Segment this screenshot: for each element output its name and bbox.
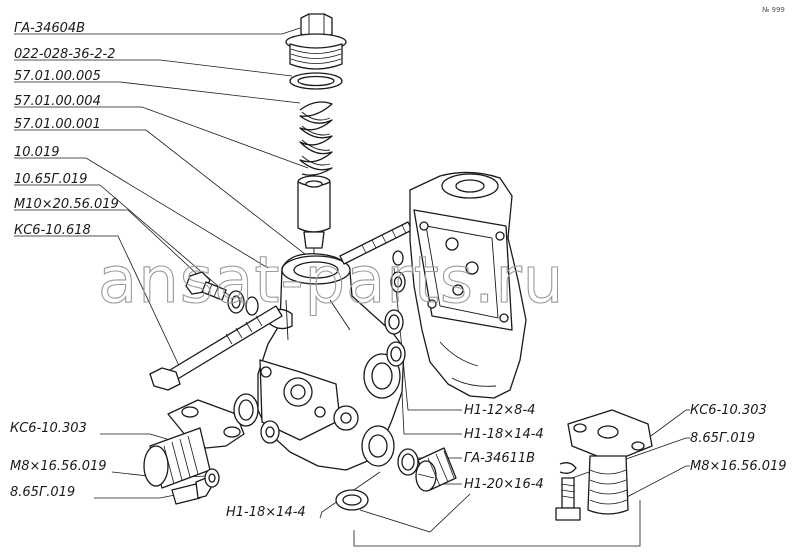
leader-gasket-022 xyxy=(14,59,293,77)
o-ring-n1-18x14-4-mid xyxy=(384,309,406,367)
label-n1-18-bottom: Н1-18×14-4 xyxy=(226,505,306,520)
spring-57-01-00-005 xyxy=(299,101,333,176)
label-10-65g: 10.65Г.019 xyxy=(14,172,87,187)
pump-housing xyxy=(409,171,527,399)
leader-m10 xyxy=(14,209,213,289)
label-865-right: 8.65Г.019 xyxy=(690,431,755,446)
leader-ks6-303-right xyxy=(639,409,690,445)
washer-8-65g-left xyxy=(204,468,220,488)
label-ks6-303-left: КС6-10.303 xyxy=(10,421,87,436)
plug-ga-34611v xyxy=(415,447,457,492)
long-bolt-ks6-10-618 xyxy=(149,305,283,391)
washer-8-65g-right xyxy=(559,462,577,474)
bolt-m10x20 xyxy=(185,271,227,301)
leader-865-left xyxy=(94,493,181,499)
label-865-left: 8.65Г.019 xyxy=(10,485,75,500)
leader-57-004 xyxy=(14,106,309,169)
leader-57-001 xyxy=(14,129,311,259)
label-m10: М10×20.56.019 xyxy=(14,197,119,212)
bolt-m8x16-right xyxy=(555,477,581,521)
leader-57-005 xyxy=(14,81,301,104)
leader-n1-18-bottom xyxy=(319,471,381,519)
label-m8-left: М8×16.56.019 xyxy=(10,459,107,474)
valve-57-01-00-004 xyxy=(297,175,331,258)
leader-10-65g xyxy=(14,184,233,299)
leader-ga-34604v xyxy=(14,27,301,35)
part-labels: ГА-34604В 022-028-36-2-2 57.01.00.005 57… xyxy=(10,21,787,520)
valve-body-57-01-00-001 xyxy=(257,253,405,471)
watermark: ansat-parts.ru xyxy=(98,244,564,318)
label-ks6-303-right: КС6-10.303 xyxy=(690,403,767,418)
leader-10-019 xyxy=(14,157,269,269)
leader-bottom-bracket xyxy=(353,500,641,547)
leader-n1-20-b xyxy=(359,493,471,533)
label-57-004: 57.01.00.004 xyxy=(14,94,101,109)
label-57-001: 57.01.00.001 xyxy=(14,117,101,132)
o-ring-left-body xyxy=(233,393,280,444)
label-ga-34611v: ГА-34611В xyxy=(464,451,535,466)
washer-10-019 xyxy=(245,296,259,316)
flange-ks6-10-303-left xyxy=(143,399,245,489)
o-ring-n1-12x8-4 xyxy=(390,250,406,293)
corner-mark: № 999 xyxy=(762,6,785,14)
label-gasket-022: 022-028-36-2-2 xyxy=(14,47,115,62)
leader-ks6-303-left xyxy=(100,433,171,441)
label-57-005: 57.01.00.005 xyxy=(14,69,101,84)
seal-n1-18x14-4-bottom xyxy=(335,489,369,511)
leader-ks6-618 xyxy=(14,235,183,373)
label-n1-18-mid: Н1-18×14-4 xyxy=(464,427,544,442)
label-ks6-618: КС6-10.618 xyxy=(14,223,91,238)
leader-m8-right xyxy=(605,465,690,509)
o-ring-n1-20x16-4 xyxy=(397,448,419,476)
gasket-022-028 xyxy=(289,72,343,90)
label-n1-20: Н1-20×16-4 xyxy=(464,477,544,492)
label-m8-right: М8×16.56.019 xyxy=(690,459,787,474)
label-ga-34604v: ГА-34604В xyxy=(14,21,85,36)
label-n1-12: Н1-12×8-4 xyxy=(464,403,535,418)
plug-ga-34604v xyxy=(285,13,347,70)
washer-10-65g-019 xyxy=(227,290,245,314)
flange-ks6-10-303-right xyxy=(567,409,653,515)
label-10-019: 10.019 xyxy=(14,145,60,160)
